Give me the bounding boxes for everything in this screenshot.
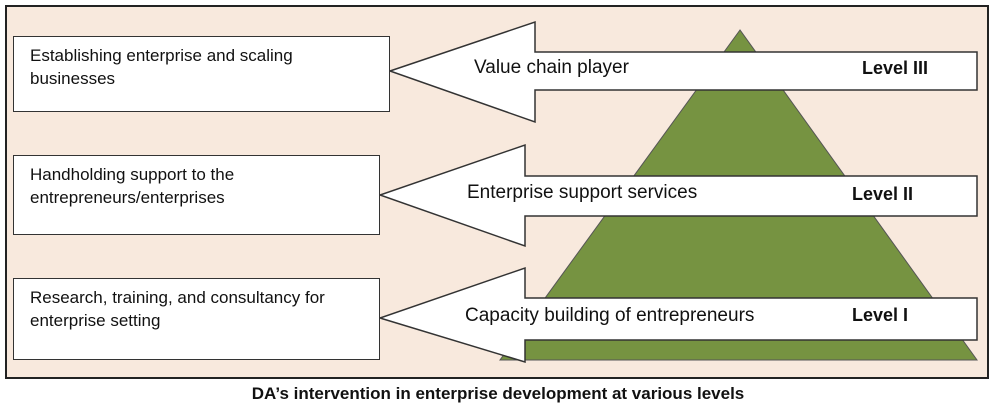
arrow-level-2 (377, 143, 978, 248)
arrow-level-3 (387, 20, 978, 124)
description-text-level-1: Research, training, and consultancy for … (30, 288, 325, 330)
description-box-level-2: Handholding support to the entrepreneurs… (13, 155, 380, 235)
arrow-label-level-2: Enterprise support services (467, 182, 698, 203)
level-label-3: Level III (862, 58, 929, 78)
arrow-label-level-3: Value chain player (474, 57, 629, 78)
arrow-level-1 (377, 266, 978, 364)
description-box-level-1: Research, training, and consultancy for … (13, 278, 380, 360)
arrow-label-level-1: Capacity building of entrepreneurs (465, 305, 755, 326)
description-box-level-3: Establishing enterprise and scaling busi… (13, 36, 390, 112)
description-text-level-3: Establishing enterprise and scaling busi… (30, 46, 293, 88)
level-label-2: Level II (852, 184, 914, 204)
figure-caption: DA’s intervention in enterprise developm… (251, 384, 745, 403)
description-text-level-2: Handholding support to the entrepreneurs… (30, 165, 235, 207)
level-label-1: Level I (852, 305, 909, 325)
